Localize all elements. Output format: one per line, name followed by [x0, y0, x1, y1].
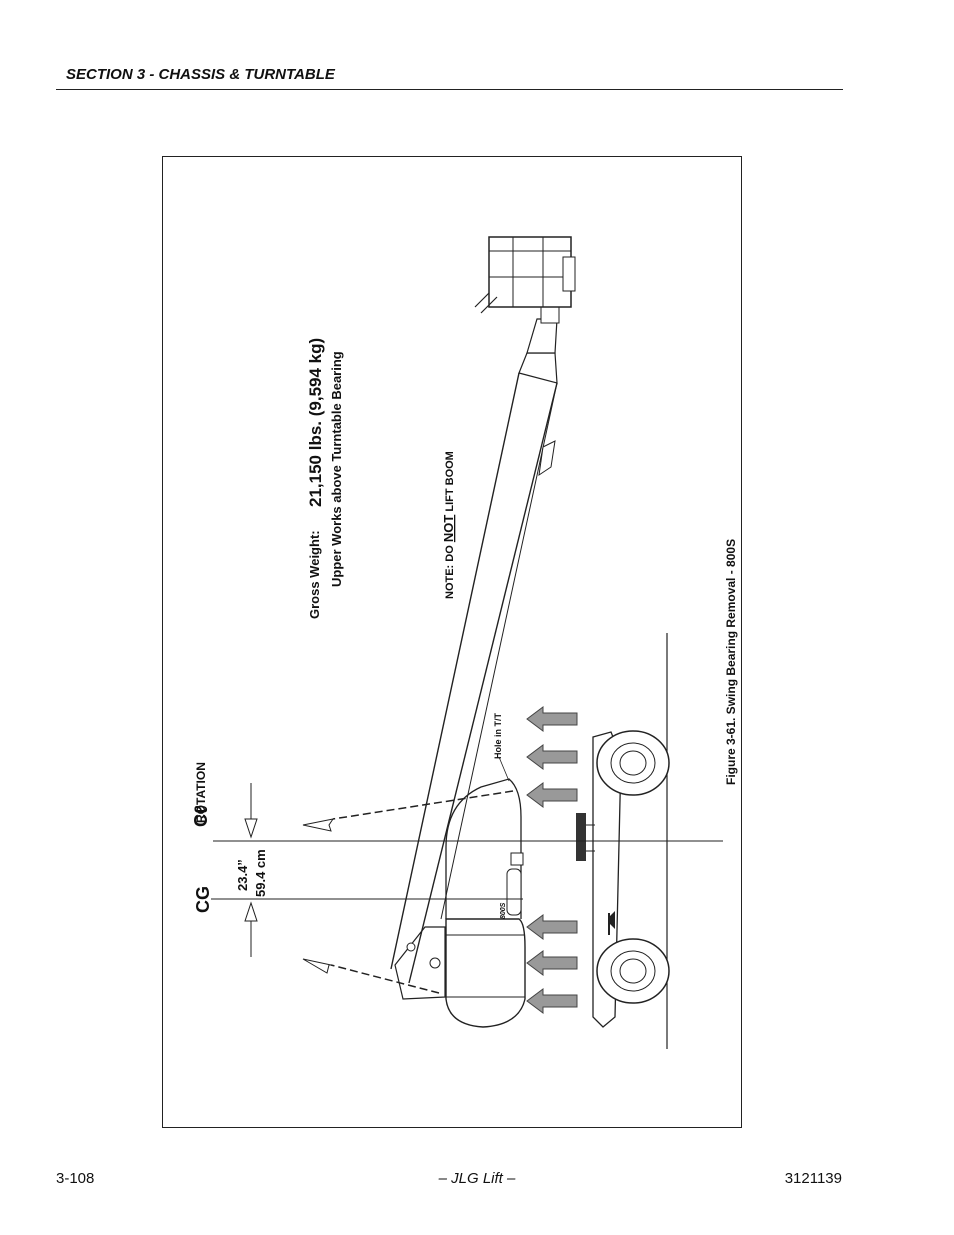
- document-number: 3121139: [784, 1170, 842, 1187]
- hole-label: Hole in T/T: [493, 713, 503, 760]
- lifting-chain-rear: [302, 958, 440, 994]
- offset-inches: 23.4”: [235, 859, 250, 891]
- front-wheel: [596, 938, 670, 1004]
- lifting-chain-front: [302, 790, 514, 832]
- counterweight: [445, 918, 526, 1028]
- platform-basket: [474, 236, 576, 314]
- force-arrows: [526, 706, 578, 1014]
- cg-label: CG: [193, 886, 213, 913]
- swing-bearing-diagram: Cℓ ROTATION CG 23.4” 59.4 cm Gross Weigh…: [191, 236, 738, 1049]
- model-marking: 800S: [500, 902, 507, 919]
- page-number: 3-108: [56, 1170, 95, 1187]
- footer-brand: – JLG Lift –: [438, 1170, 516, 1187]
- bearing-block: [576, 813, 586, 861]
- boom: [390, 306, 560, 984]
- offset-cm: 59.4 cm: [253, 849, 268, 897]
- weight-note: Upper Works above Turntable Bearing: [329, 351, 344, 587]
- gross-weight-label: Gross Weight:: [307, 530, 322, 619]
- lift-boom-note: NOTE: DO NOT LIFT BOOM: [441, 451, 456, 599]
- rear-wheel: [596, 730, 670, 796]
- section-header: SECTION 3 - CHASSIS & TURNTABLE: [66, 66, 335, 83]
- rotation-label: ROTATION: [194, 762, 208, 823]
- figure-frame: Cℓ ROTATION CG 23.4” 59.4 cm Gross Weigh…: [162, 156, 742, 1128]
- figure-caption: Figure 3-61. Swing Bearing Removal - 800…: [724, 539, 738, 785]
- centerline-label: Cℓ: [191, 805, 211, 827]
- gross-weight-value: 21,150 lbs. (9,594 kg): [306, 338, 325, 507]
- header-rule: [56, 89, 843, 90]
